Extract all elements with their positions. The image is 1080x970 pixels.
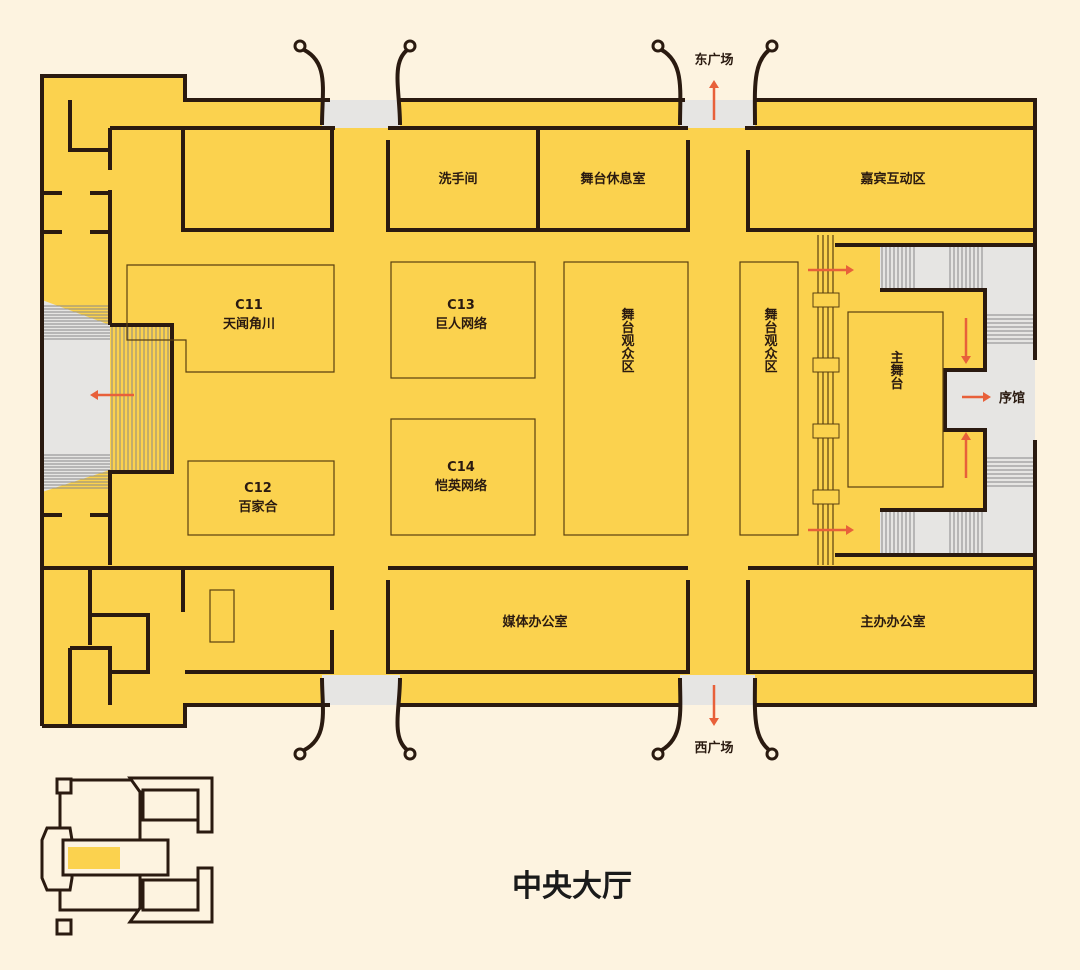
audience-area-right[interactable] [739,261,799,536]
exit-label-prelude-hall: 序馆 [999,390,1025,406]
left-stairs [42,305,169,489]
exit-label-west-plaza: 西广场 [694,740,733,756]
hall-title: 中央大厅 [512,869,632,904]
audience-left-label: 舞台观众区 [619,307,636,374]
booth-c14-name: 恺英网络 [435,478,487,494]
audience-area-left[interactable] [563,261,689,536]
walls [40,74,1037,728]
booth-c11-name: 天闻角川 [223,316,275,332]
booth-c12-code: C12 [244,481,272,496]
room-media-office: 媒体办公室 [502,614,567,630]
booth-c12-name: 百家合 [238,499,278,515]
booth-c13[interactable] [390,261,536,379]
exit-label-east-plaza: 东广场 [694,52,733,68]
room-restroom: 洗手间 [438,171,477,187]
small-fixture [209,589,235,643]
booth-c14[interactable] [390,418,536,536]
booth-c13-name: 巨人网络 [435,316,487,332]
audience-right-label: 舞台观众区 [762,307,779,374]
booth-c11-code: C11 [235,298,263,313]
doors [293,39,779,761]
main-stage-label: 主舞台 [888,350,905,391]
building-floor [42,76,1035,726]
main-stage[interactable] [847,311,944,488]
stage-stairs [881,247,1033,553]
booth-c12[interactable] [187,460,335,536]
booth-c13-code: C13 [447,298,475,313]
room-stage-lounge: 舞台休息室 [579,171,645,187]
room-organizer-office: 主办办公室 [860,614,925,630]
stage-barrier [812,235,840,565]
room-guest-area: 嘉宾互动区 [859,171,925,187]
booth-c11[interactable] [126,264,335,373]
direction-arrows [90,80,991,726]
booth-c14-code: C14 [447,460,475,475]
mini-map [40,776,214,936]
